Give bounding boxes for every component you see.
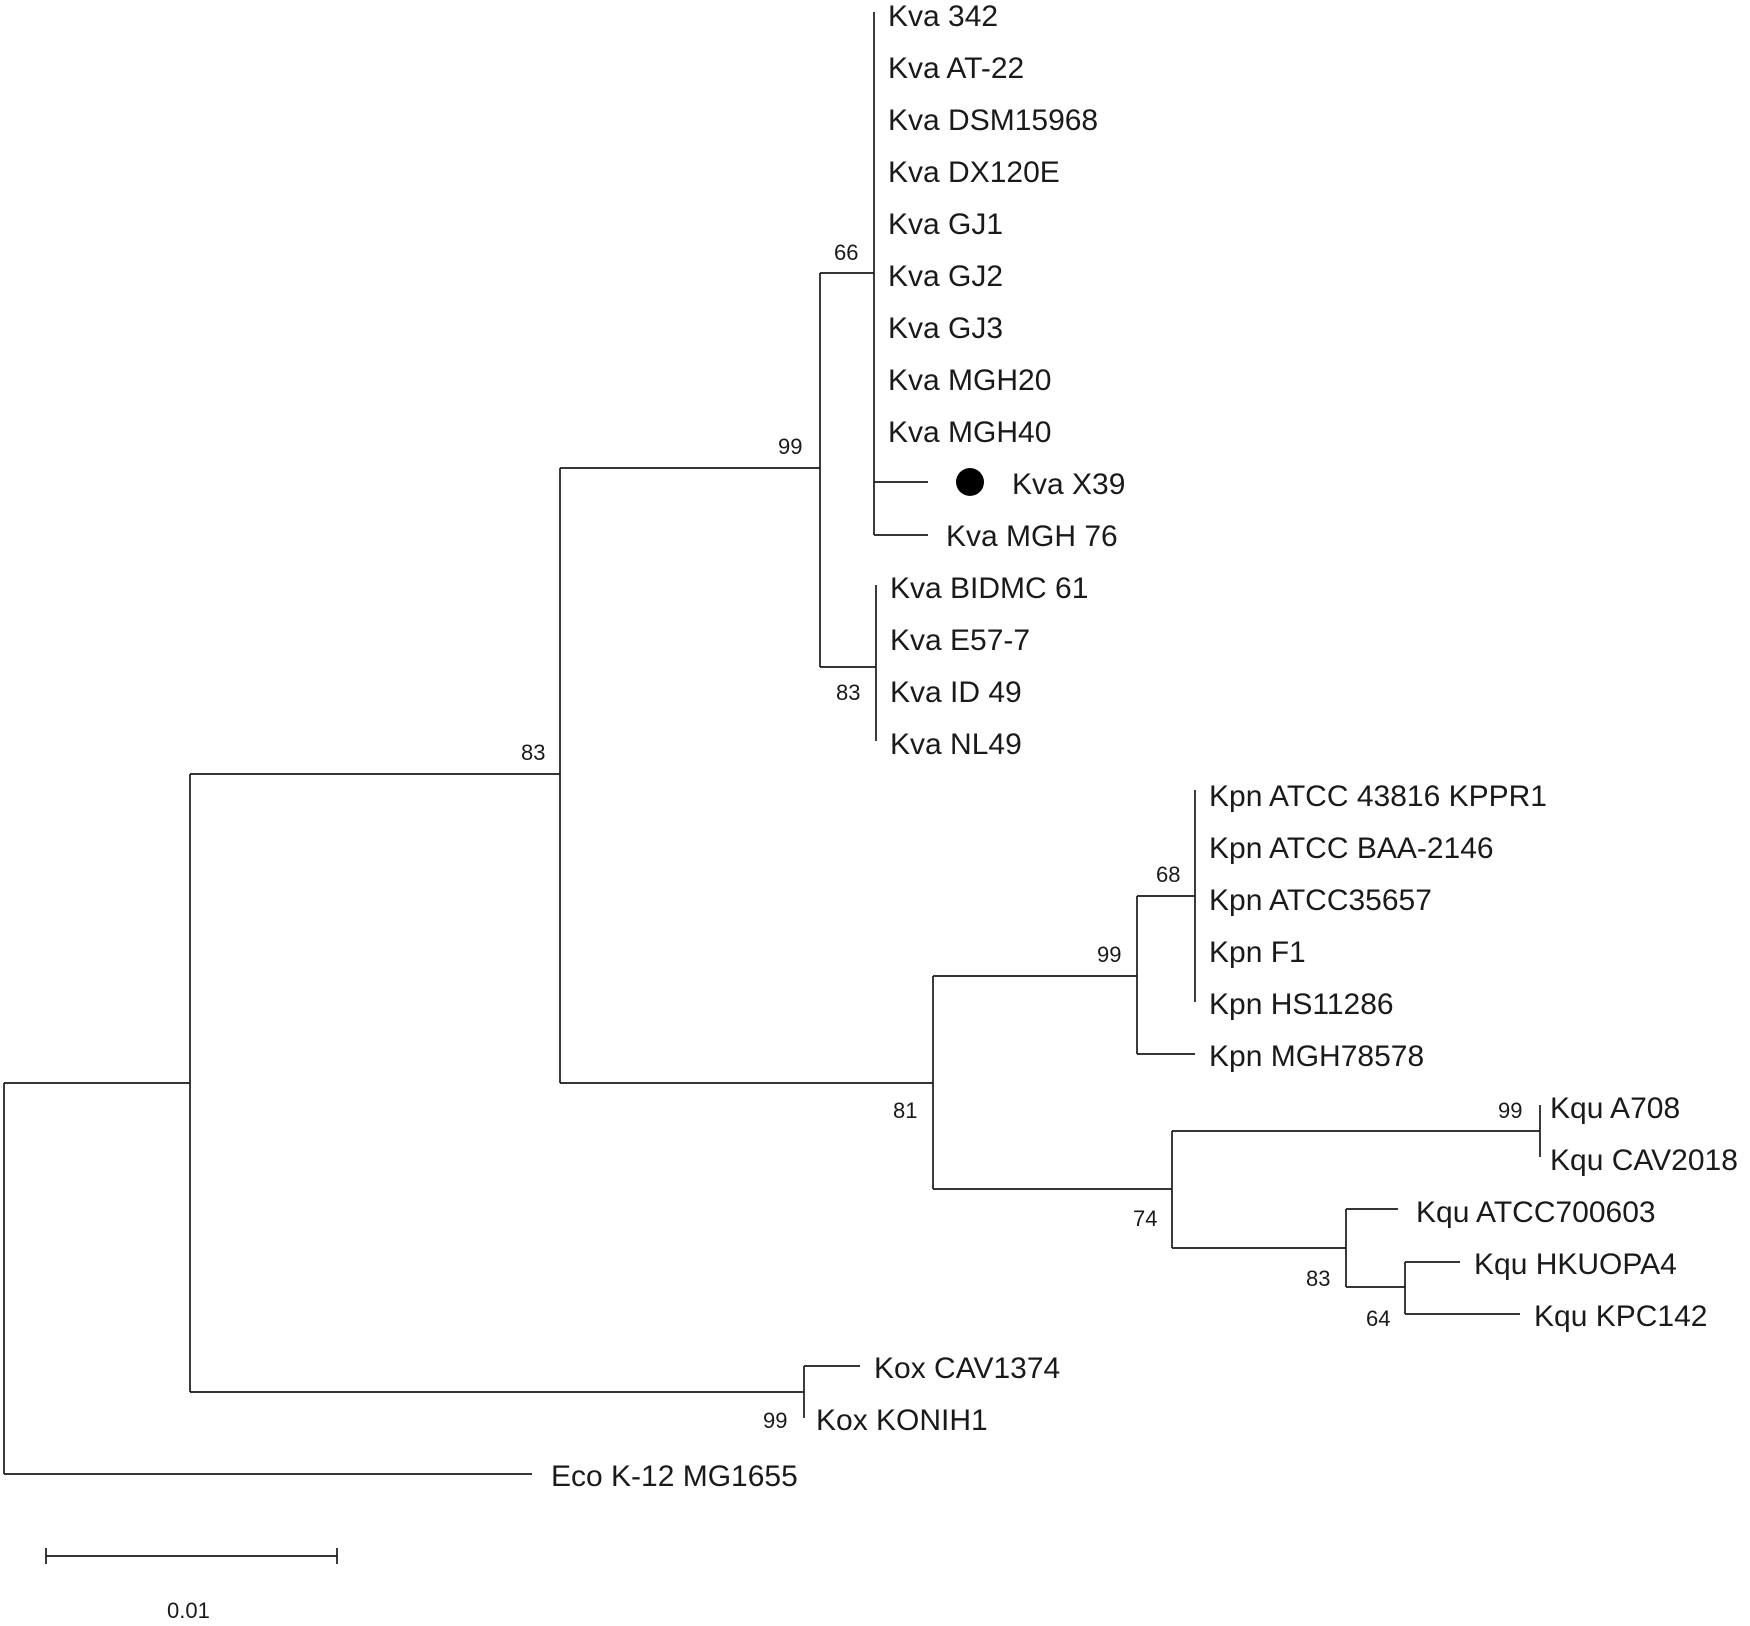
bootstrap-value: 64 — [1366, 1306, 1390, 1331]
leaf-labels: Kva 342 Kva AT-22 Kva DSM15968 Kva DX120… — [551, 0, 1738, 1493]
leaf-label: Kva 342 — [888, 0, 998, 33]
leaf-label: Kqu KPC142 — [1534, 1300, 1707, 1333]
leaf-label: Kva ID 49 — [890, 676, 1022, 709]
leaf-label: Kva GJ1 — [888, 208, 1003, 241]
bootstrap-value: 99 — [763, 1408, 787, 1433]
leaf-label: Kqu A708 — [1550, 1092, 1680, 1125]
bootstrap-labels: 66 99 83 83 68 99 81 99 74 83 64 99 — [521, 240, 1522, 1433]
leaf-label: Kpn MGH78578 — [1209, 1040, 1424, 1073]
bootstrap-value: 99 — [1498, 1098, 1522, 1123]
leaf-label: Kox KONIH1 — [816, 1404, 988, 1437]
bootstrap-value: 68 — [1156, 862, 1180, 887]
leaf-label: Kva GJ3 — [888, 312, 1003, 345]
leaf-label: Kva NL49 — [890, 728, 1022, 761]
leaf-label: Kva BIDMC 61 — [890, 572, 1088, 605]
bootstrap-value: 81 — [893, 1098, 917, 1123]
leaf-label: Kva MGH 76 — [946, 520, 1118, 553]
tree-branches — [3, 12, 1541, 1475]
leaf-label: Kpn ATCC35657 — [1209, 884, 1432, 917]
highlight-marker-icon — [956, 468, 984, 496]
leaf-label: Kox CAV1374 — [874, 1352, 1060, 1385]
bootstrap-value: 83 — [836, 680, 860, 705]
leaf-label: Kva AT-22 — [888, 52, 1024, 85]
bootstrap-value: 66 — [834, 240, 858, 265]
bootstrap-value: 99 — [1097, 942, 1121, 967]
leaf-label: Kva GJ2 — [888, 260, 1003, 293]
leaf-label: Kqu CAV2018 — [1550, 1144, 1738, 1177]
scale-bar: 0.01 — [45, 1548, 338, 1623]
leaf-label: Eco K-12 MG1655 — [551, 1460, 798, 1493]
bootstrap-value: 83 — [1306, 1266, 1330, 1291]
leaf-label: Kqu HKUOPA4 — [1474, 1248, 1677, 1281]
leaf-label: Kpn F1 — [1209, 936, 1306, 969]
leaf-label: Kva E57-7 — [890, 624, 1030, 657]
leaf-label: Kva MGH20 — [888, 364, 1051, 397]
leaf-label: Kva DX120E — [888, 156, 1060, 189]
bootstrap-value: 74 — [1133, 1206, 1157, 1231]
leaf-label-highlighted: Kva X39 — [1012, 468, 1125, 501]
leaf-label: Kva DSM15968 — [888, 104, 1098, 137]
bootstrap-value: 83 — [521, 740, 545, 765]
bootstrap-value: 99 — [778, 434, 802, 459]
leaf-label: Kqu ATCC700603 — [1416, 1196, 1656, 1229]
leaf-label: Kpn ATCC 43816 KPPR1 — [1209, 780, 1547, 813]
leaf-label: Kpn HS11286 — [1209, 988, 1394, 1021]
scale-bar-label: 0.01 — [167, 1598, 210, 1623]
leaf-label: Kva MGH40 — [888, 416, 1051, 449]
leaf-label: Kpn ATCC BAA-2146 — [1209, 832, 1494, 865]
